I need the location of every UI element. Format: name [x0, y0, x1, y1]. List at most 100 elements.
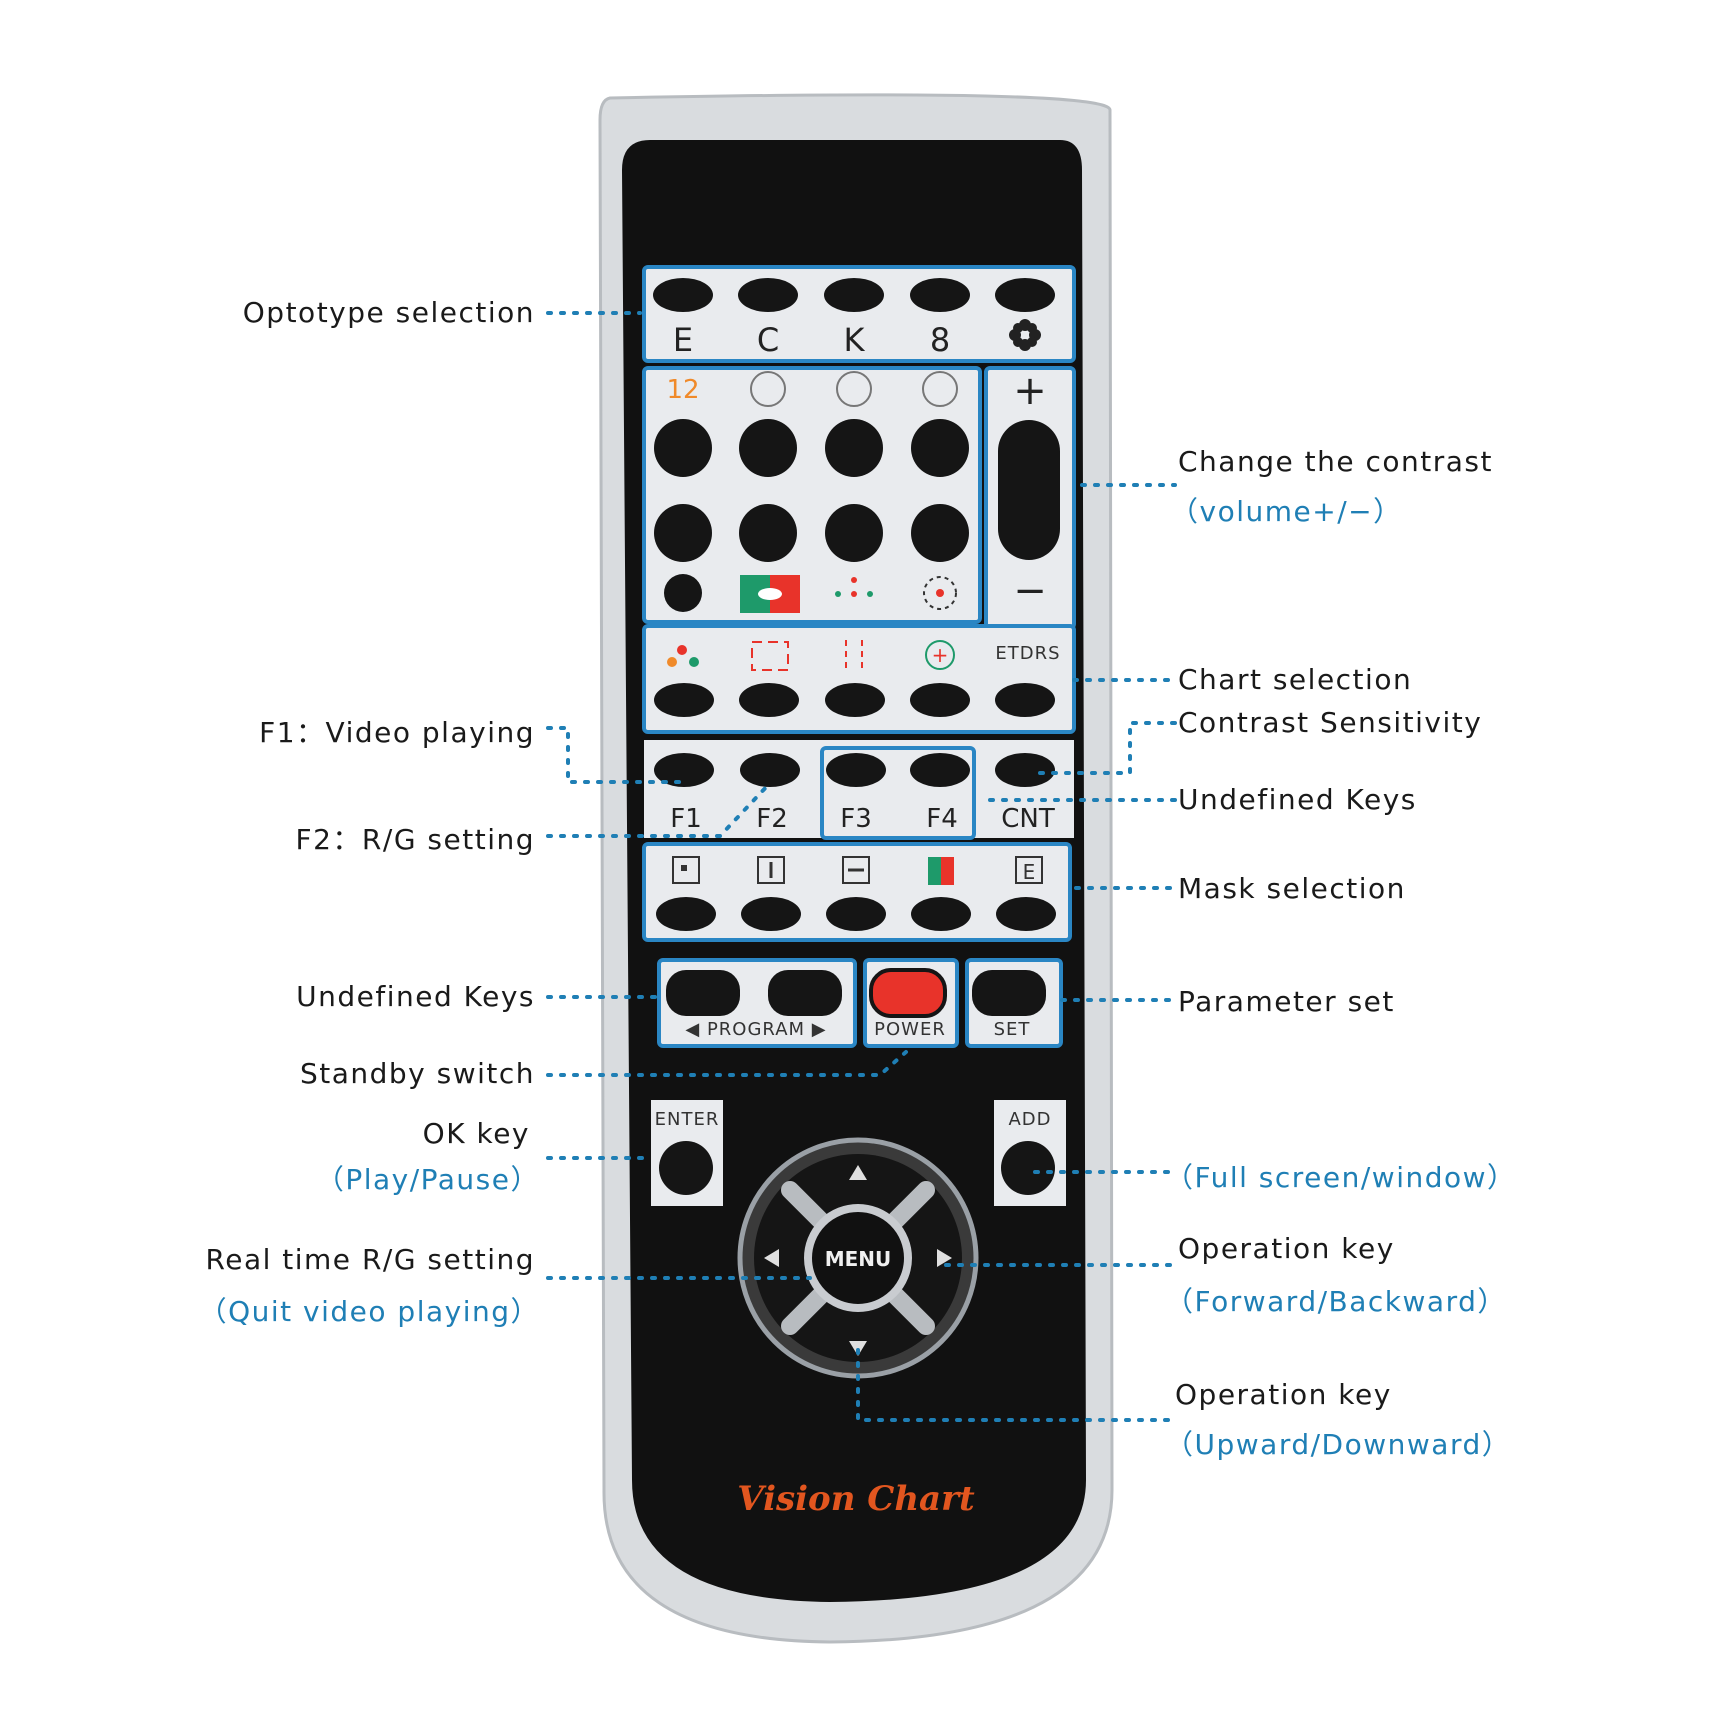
- mask-column-icon: [757, 856, 785, 884]
- bracket-chart-icon: [751, 641, 789, 671]
- f2-label: F2: [756, 804, 788, 834]
- callout-undefined-keys-right: Undefined Keys: [1178, 783, 1417, 816]
- callout-optotype-selection: Optotype selection: [242, 296, 535, 329]
- contrast-rocker-button[interactable]: [998, 420, 1060, 560]
- mask-e-label: E: [1023, 860, 1036, 884]
- mask-button[interactable]: [656, 897, 716, 931]
- up-arrow-icon[interactable]: [849, 1165, 867, 1180]
- chart-button[interactable]: [739, 504, 797, 562]
- callout-upward-downward: （Upward/Downward）: [1165, 1428, 1512, 1461]
- chart-buttons: [654, 419, 969, 562]
- f1-label: F1: [670, 804, 702, 834]
- optotype-label-8: 8: [930, 321, 950, 359]
- right-arrow-icon[interactable]: [937, 1249, 952, 1267]
- program-next-button[interactable]: [768, 970, 842, 1016]
- mask-button[interactable]: [741, 897, 801, 931]
- flower-icon: [1009, 319, 1041, 351]
- f3-button[interactable]: [826, 753, 886, 787]
- callout-volume: （volume+/−）: [1170, 495, 1403, 528]
- callout-forward-backward: （Forward/Backward）: [1165, 1285, 1507, 1318]
- dot-chart-icon: [750, 371, 786, 407]
- callout-operation-key-fb: Operation key: [1178, 1232, 1395, 1265]
- mask-button[interactable]: [911, 897, 971, 931]
- f2-button[interactable]: [740, 753, 800, 787]
- optotype-button-flower[interactable]: [995, 278, 1055, 312]
- optotype-label-c: C: [757, 321, 779, 359]
- mask-e-icon: [1015, 856, 1043, 884]
- mask-red-green-icon: [928, 857, 954, 885]
- optotype-button-8[interactable]: [910, 278, 970, 312]
- chart-selection-button[interactable]: [910, 683, 970, 717]
- function-buttons: [654, 753, 1055, 787]
- black-dot-icon: [664, 574, 702, 612]
- chart-selection-button[interactable]: [739, 683, 799, 717]
- callout-quit-video: （Quit video playing）: [198, 1295, 540, 1328]
- grid-chart-icon: [922, 371, 958, 407]
- lines-chart-icon: [845, 640, 863, 672]
- enter-button[interactable]: [659, 1141, 713, 1195]
- chart-button[interactable]: [911, 419, 969, 477]
- callout-f2-rg: F2：R/G setting: [295, 823, 535, 856]
- chart-button[interactable]: [825, 419, 883, 477]
- chart-panel: [642, 366, 982, 624]
- chart-button[interactable]: [911, 504, 969, 562]
- optotype-label-k: K: [844, 321, 866, 359]
- callout-mask-selection: Mask selection: [1178, 872, 1406, 905]
- optotype-label-e: E: [673, 321, 693, 359]
- mask-icons: [672, 856, 1043, 884]
- chart-button[interactable]: [825, 504, 883, 562]
- cross-dots-icon: [835, 577, 873, 597]
- add-label: ADD: [1008, 1109, 1051, 1130]
- mask-button[interactable]: [826, 897, 886, 931]
- optotype-button-c[interactable]: [738, 278, 798, 312]
- f3-label: F3: [840, 804, 872, 834]
- chart-button[interactable]: [654, 419, 712, 477]
- f4-label: F4: [926, 804, 958, 834]
- etdrs-label: ETDRS: [995, 643, 1060, 664]
- cnt-label: CNT: [1001, 804, 1055, 834]
- program-label: ◀ PROGRAM ▶: [685, 1019, 826, 1040]
- callout-standby-switch: Standby switch: [299, 1057, 535, 1090]
- chart-selection-button[interactable]: [825, 683, 885, 717]
- left-arrow-icon[interactable]: [764, 1249, 779, 1267]
- chart-button[interactable]: [739, 419, 797, 477]
- etdrs-button[interactable]: [995, 683, 1055, 717]
- callout-contrast-sensitivity: Contrast Sensitivity: [1178, 706, 1483, 739]
- callout-f1-video: F1：Video playing: [259, 716, 535, 749]
- chart-label-12: 12: [666, 375, 699, 405]
- red-green-chart-icon: [740, 575, 800, 613]
- set-button[interactable]: [972, 970, 1046, 1016]
- f4-button[interactable]: [910, 753, 970, 787]
- optotype-button-k[interactable]: [824, 278, 884, 312]
- mask-buttons: [656, 897, 1056, 931]
- sunburst-chart-icon: [836, 371, 872, 407]
- chart-selection-button[interactable]: [654, 683, 714, 717]
- callout-operation-key-ud: Operation key: [1175, 1378, 1392, 1411]
- plus-circle-icon: +: [925, 640, 955, 670]
- svg-text:+: +: [932, 643, 949, 667]
- mask-single-icon: [672, 856, 700, 884]
- optotype-button-e[interactable]: [653, 278, 713, 312]
- f1-button[interactable]: [654, 753, 714, 787]
- minus-icon: −: [1013, 568, 1047, 614]
- callout-chart-selection: Chart selection: [1178, 663, 1413, 696]
- plus-icon: +: [1013, 368, 1047, 414]
- chart-button[interactable]: [654, 504, 712, 562]
- mask-single-dot: [681, 865, 687, 871]
- callout-undefined-keys-left: Undefined Keys: [296, 980, 535, 1013]
- menu-label: MENU: [825, 1247, 892, 1271]
- brand-logo: Vision Chart: [737, 1479, 975, 1519]
- mask-button[interactable]: [996, 897, 1056, 931]
- callout-parameter-set: Parameter set: [1178, 985, 1395, 1018]
- callout-change-contrast: Change the contrast: [1178, 445, 1493, 478]
- cnt-button[interactable]: [995, 753, 1055, 787]
- enter-label: ENTER: [655, 1109, 720, 1130]
- menu-button[interactable]: [804, 1204, 912, 1312]
- chart-selection-buttons: [654, 683, 1055, 717]
- program-prev-button[interactable]: [666, 970, 740, 1016]
- power-button[interactable]: [869, 968, 947, 1018]
- add-button[interactable]: [1001, 1141, 1055, 1195]
- f3-f4-panel: [820, 746, 976, 840]
- power-label: POWER: [874, 1019, 946, 1040]
